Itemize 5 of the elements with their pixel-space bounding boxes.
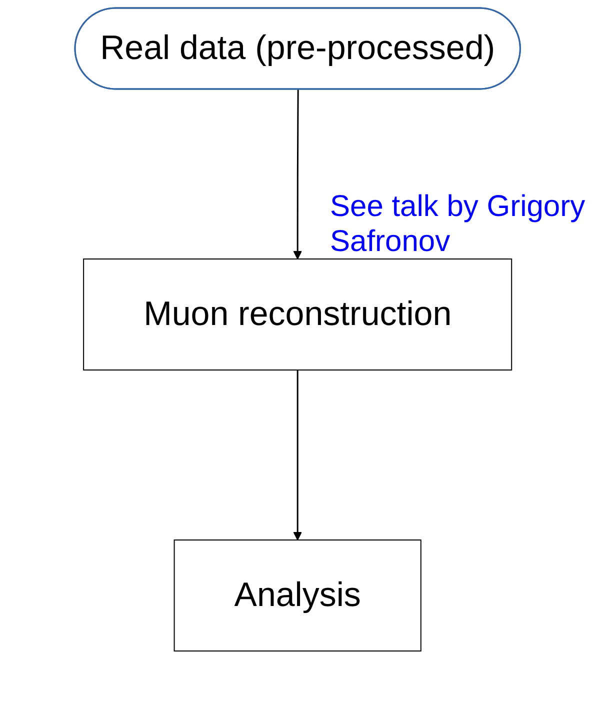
arrow [294, 370, 302, 540]
node-box: Analysis [174, 539, 422, 652]
arrow [294, 90, 302, 260]
note-text: See talk by Grigory Safronov [330, 190, 586, 259]
node-box: Muon reconstruction [83, 258, 512, 370]
